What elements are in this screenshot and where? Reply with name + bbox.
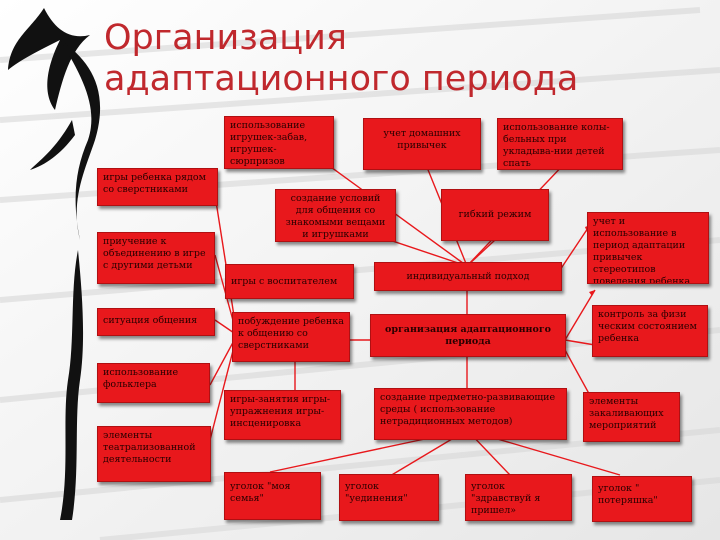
box-hardening: элементы закаливающих мероприятий — [583, 392, 680, 442]
box-play-near-peers: игры ребенка рядом со сверстниками — [97, 168, 218, 206]
box-corner-privacy: уголок "уединения" — [339, 474, 439, 521]
box-corner-family: уголок "моя семья" — [224, 472, 321, 520]
box-games-with-teacher: игры с воспитателем — [225, 264, 354, 299]
page-title: Организация адаптационного периода — [104, 18, 578, 100]
box-individual-approach: индивидуальный подход — [374, 262, 562, 291]
box-physical-control: контроль за физи ческим состоянием ребен… — [592, 305, 708, 357]
box-exercises: игры-занятия игры-упражнения игры-инсцен… — [224, 390, 341, 440]
title-line-2: адаптационного периода — [104, 59, 579, 99]
title-line-1: Организация — [104, 18, 347, 58]
box-unite-in-game: приучение к объединению в игре с другими… — [97, 232, 215, 284]
box-theatre: элементы театрализованной деятельности — [97, 426, 211, 482]
box-corner-hello: уголок "здравствуй я пришел» — [465, 474, 572, 521]
box-flexible-mode: гибкий режим — [441, 189, 549, 241]
box-folklore: использование фольклера — [97, 363, 210, 403]
box-communication-situation: ситуация общения — [97, 308, 215, 336]
box-familiar-things: создание условий для общения со знакомым… — [275, 189, 396, 242]
box-encourage-peers: побуждение ребенка к общению со сверстни… — [232, 312, 350, 362]
box-corner-lost: уголок " потеряшка" — [592, 476, 692, 522]
box-lullabies: использование колы-бельных при укладыва-… — [497, 118, 623, 170]
box-stereotypes: учет и использование в период адаптации … — [587, 212, 709, 284]
ink-calligraphy-ornament — [8, 8, 101, 520]
box-environment: создание предметно-развивающие среды ( и… — [374, 388, 567, 440]
box-toys-surprise: использование игрушек-забав, игрушек-сюр… — [224, 116, 334, 169]
box-home-habits: учет домашних привычек — [363, 118, 481, 170]
box-organization-central: организация адаптационного периода — [370, 314, 566, 357]
